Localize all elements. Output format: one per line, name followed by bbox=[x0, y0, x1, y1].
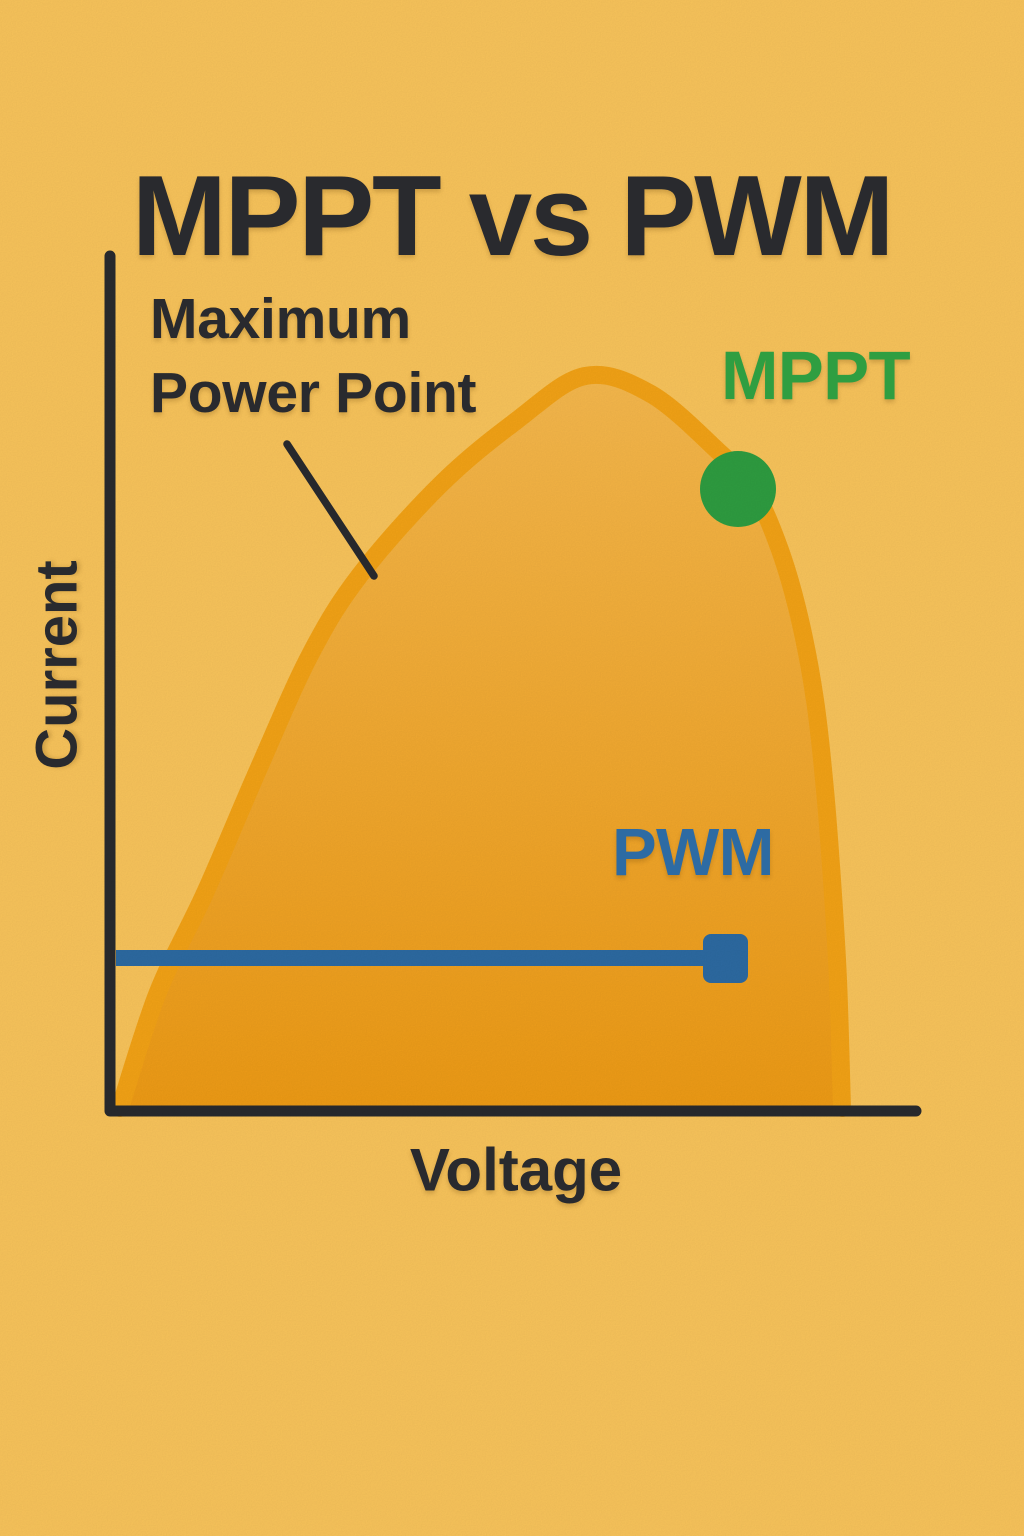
x-axis-label: Voltage bbox=[409, 1136, 623, 1204]
y-axis-label: Current bbox=[24, 560, 90, 770]
pwm-label: PWM bbox=[612, 815, 774, 890]
page-title: MPPT vs PWM bbox=[131, 153, 895, 281]
max-power-point-annotation-label: Maximum Power Point bbox=[150, 287, 477, 426]
mppt-label: MPPT bbox=[721, 337, 911, 414]
